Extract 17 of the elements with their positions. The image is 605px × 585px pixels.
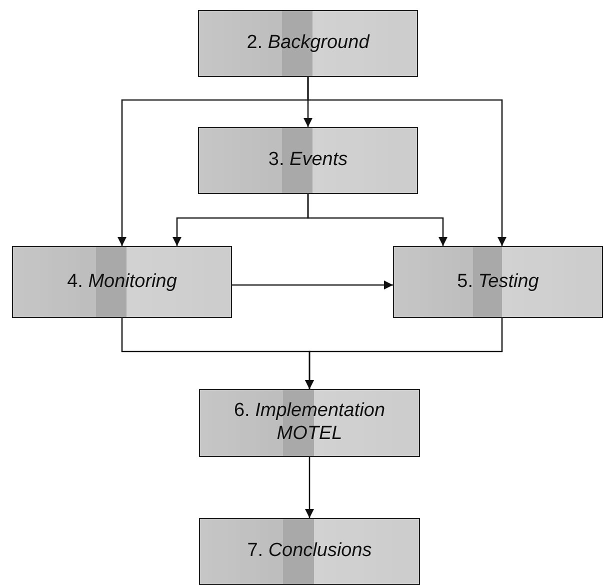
- box-label: 6. Implementation MOTEL: [232, 400, 386, 446]
- box-label: 5. Testing: [457, 270, 539, 294]
- box-label: 4. Monitoring: [67, 270, 177, 294]
- process-box: [199, 518, 420, 585]
- box-label: 2. Background: [246, 32, 370, 55]
- process-box: [198, 10, 418, 77]
- arrow: [232, 280, 393, 290]
- arrow: [305, 457, 314, 518]
- process-box: [199, 389, 420, 457]
- process-box: [198, 127, 418, 194]
- process-box: [12, 246, 232, 318]
- arrow: [307, 77, 506, 246]
- arrow: [305, 318, 503, 389]
- process-box: [393, 246, 603, 318]
- box-label: 3. Events: [268, 149, 348, 172]
- box-label: 7. Conclusions: [247, 540, 372, 563]
- arrow: [307, 194, 448, 246]
